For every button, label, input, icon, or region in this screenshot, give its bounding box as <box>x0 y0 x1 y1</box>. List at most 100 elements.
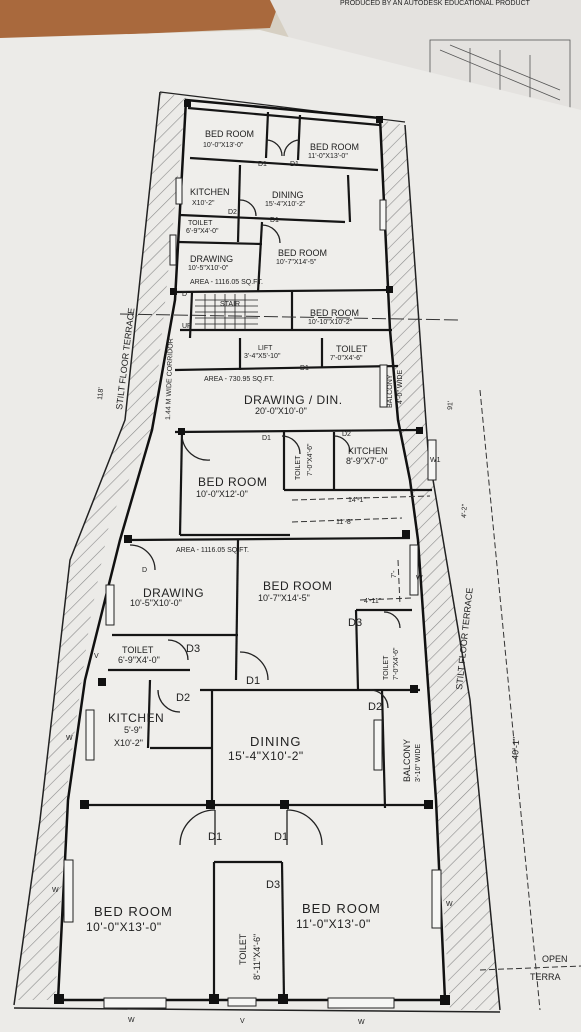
lower-kitchen-size-a: 5'-9" <box>124 725 142 735</box>
door-tag-d1-b: D1 <box>274 831 288 843</box>
door-tag-d3-c: D3 <box>348 617 362 629</box>
lower-dim-1: 4'-11" <box>364 598 382 605</box>
upper-toilet-size: 6'-9"X4'-0" <box>186 228 219 235</box>
lower-dim-4: 14'-1" <box>348 497 366 504</box>
drawing-din-size: 20'-0"X10'-0" <box>255 406 307 416</box>
open-terrace-label-a: OPEN <box>542 954 568 964</box>
stair-treads <box>195 294 258 330</box>
middle-bed-room-size: 10'-0"X12'-0" <box>196 489 248 499</box>
lower-toilet-right-label: TOILET <box>383 655 390 680</box>
door-tag-d2-d: D2 <box>228 209 237 216</box>
upper-drawing-size: 10'-5"X10'-0" <box>188 265 229 272</box>
upper-bed-room-tr-size: 11'-0"X13'-0" <box>308 153 348 160</box>
lower-bed-room-bl-size: 10'-0"X13'-0" <box>86 920 162 934</box>
lower-toilet-bottom-label: TOILET <box>238 933 248 965</box>
door-tag-d-b: D <box>182 291 187 298</box>
lower-kitchen-size-b: X10'-2" <box>114 738 143 748</box>
upper-drawing-label: DRAWING <box>190 254 233 264</box>
lower-bed-room-br-size: 11'-0"X13'-0" <box>296 917 371 931</box>
window-tag-w-f: W <box>416 575 423 582</box>
plot-boundary-right <box>404 124 501 1011</box>
door-tags: D1 D1 D3 D2 D2 D1 D3 D3 D D1 D2 D1 D1 D1… <box>52 161 453 1026</box>
upper-flat: BED ROOM 10'-0"X13'-0" BED ROOM 11'-0"X1… <box>182 129 359 330</box>
window-tag-w-b: W <box>358 1019 365 1026</box>
left-dimension: 118' <box>97 387 105 400</box>
lower-toilet-bottom-size: 8'-11"X4'-6" <box>252 934 262 980</box>
middle-balcony-size: 4'-0" WIDE <box>397 370 404 404</box>
window-tag-w-a: W <box>128 1017 135 1024</box>
middle-toilet-label: TOILET <box>295 455 302 480</box>
middle-bed-room-label: BED ROOM <box>198 475 267 489</box>
door-tag-d2-c: D2 <box>342 431 351 438</box>
lower-drawing-size: 10'-5"X10'-0" <box>130 598 182 608</box>
right-terrace-hatch <box>380 120 500 1010</box>
upper-bed-room-low-size: 10'-10"X10'-2" <box>308 319 353 326</box>
middle-kitchen-size: 8'-9"X7'-0" <box>346 456 388 466</box>
lower-bed-room-mid-size: 10'-7"X14'-5" <box>258 593 310 603</box>
upper-bed-room-low-label: BED ROOM <box>310 308 359 318</box>
plot-boundary-left <box>13 91 161 1006</box>
windows <box>63 177 442 1009</box>
upper-toilet-label: TOILET <box>188 220 213 227</box>
left-terrace-hatch <box>14 92 186 1000</box>
lower-balcony-size: 3'-10" WIDE <box>415 744 422 782</box>
brown-table-corner <box>0 0 280 40</box>
lower-bed-room-mid-label: BED ROOM <box>263 579 332 593</box>
section-line <box>119 313 461 321</box>
upper-bed-room-mid-size: 10'-7"X14'-5" <box>276 259 317 266</box>
upper-bed-room-tl-size: 10'-0"X13'-0" <box>203 142 244 149</box>
lower-bed-room-bl-label: BED ROOM <box>94 904 173 919</box>
window-tag-w-d: W <box>446 901 453 908</box>
middle-toilet-size: 7'-0"X4'-6" <box>307 443 314 476</box>
lower-kitchen-label: KITCHEN <box>108 711 164 725</box>
column-posts <box>54 100 450 1005</box>
door-tag-d1-g: D1 <box>290 161 299 168</box>
middle-kitchen-label: KITCHEN <box>348 446 388 456</box>
middle-toilet-top-label: TOILET <box>336 344 368 354</box>
drawing-din-label: DRAWING / DIN. <box>244 393 343 407</box>
door-tag-d1-h: D1 <box>270 217 279 224</box>
lower-dining-size: 15'-4"X10'-2" <box>228 749 304 763</box>
upper-kitchen-size: X10'-2" <box>192 200 215 207</box>
lift-size: 3'-4"X5'-10" <box>244 353 281 360</box>
stair-up-label: UP <box>182 323 192 330</box>
open-terrace-label-b: TERRA <box>530 972 561 982</box>
lower-flat: AREA - 1116.05 SQ.FT. DRAWING 10'-5"X10'… <box>86 497 422 980</box>
upper-dining-size: 15'-4"X10'-2" <box>265 201 306 208</box>
stair-label: STAIR <box>220 301 240 308</box>
window-tag-w1: W1 <box>430 457 441 464</box>
door-tag-d2-b: D2 <box>368 701 382 713</box>
lower-drawing-label: DRAWING <box>143 586 204 600</box>
lower-dim-3: 11'-8" <box>336 519 354 526</box>
lower-toilet-left-size: 6'-9"X4'-0" <box>118 655 160 665</box>
lower-area-label: AREA - 1116.05 SQ.FT. <box>176 547 249 554</box>
middle-toilet-top-size: 7'-0"X4'-6" <box>330 355 363 362</box>
door-tag-d: D <box>142 567 147 574</box>
door-tag-d2-a: D2 <box>176 692 190 704</box>
upper-area: AREA - 1116.05 SQ.FT. <box>190 279 263 286</box>
door-tag-d1-a: D1 <box>208 831 222 843</box>
upper-kitchen-label: KITCHEN <box>190 187 230 197</box>
lower-dim-2: 7'- <box>391 570 398 578</box>
lower-toilet-right-size: 7'-0"X4'-6" <box>393 647 400 680</box>
upper-dining-label: DINING <box>272 190 304 200</box>
upper-bed-room-tr-label: BED ROOM <box>310 142 359 152</box>
plot-boundary-bottom <box>13 1007 501 1013</box>
dimension-lines <box>291 389 581 1011</box>
middle-balcony-label: BALCONY <box>387 374 394 408</box>
sheet-top-caption: PRODUCED BY AN AUTODESK EDUCATIONAL PROD… <box>340 0 531 7</box>
window-tag-w-c: W <box>52 887 59 894</box>
door-tag-d1-d: D1 <box>262 435 271 442</box>
door-tag-d3-a: D3 <box>266 879 280 891</box>
back-drawing-sheet <box>270 0 581 120</box>
upper-bed-room-tl-label: BED ROOM <box>205 129 254 139</box>
lower-toilet-left-label: TOILET <box>122 645 154 655</box>
corridor-label: 1.44 M WIDE CORRIDOR <box>165 338 175 420</box>
middle-area: AREA - 730.95 SQ.FT. <box>204 376 274 383</box>
window-tag-w-e: W <box>66 735 73 742</box>
door-tag-d1-e: D1 <box>300 365 309 372</box>
wall-lines <box>85 106 432 1001</box>
small-dimension: 4'-2" <box>461 503 469 518</box>
door-tag-d1-c: D1 <box>246 675 260 687</box>
